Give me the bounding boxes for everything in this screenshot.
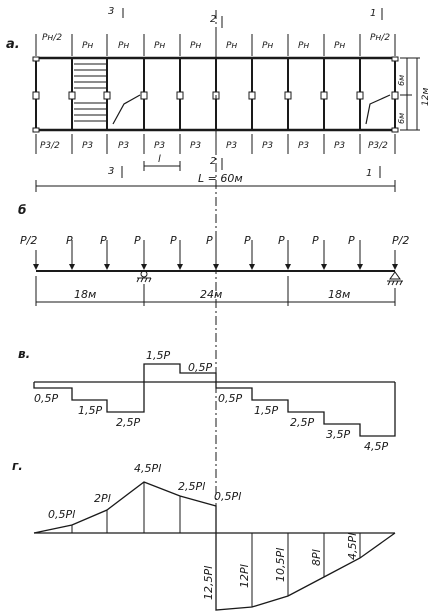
top-load-6: Pн xyxy=(226,41,237,51)
shear-label-4: 1,5P xyxy=(146,349,170,362)
beam-dim-middle: 24м xyxy=(200,288,222,301)
bottom-load-1: P3/2 xyxy=(40,141,60,151)
panel-d-label: г. xyxy=(12,459,23,473)
top-load-8: Pн xyxy=(298,41,309,51)
beam-load-6: P xyxy=(206,234,213,247)
top-load-10: Pн/2 xyxy=(370,33,390,43)
shear-diagram xyxy=(33,363,396,437)
moment-labels: 0,5Pl 2Pl 4,5Pl 2,5Pl 0,5Pl 12,5Pl 12Pl … xyxy=(48,462,359,600)
top-load-7: Pн xyxy=(262,41,273,51)
beam-supports xyxy=(136,270,403,286)
beam-load-11: P/2 xyxy=(392,234,409,247)
height-dim-upper: 6м xyxy=(397,75,406,86)
section-mark-2-top: 2 xyxy=(210,14,216,25)
beam-load-4: P xyxy=(134,234,141,247)
bottom-load-4: P3 xyxy=(154,141,165,151)
top-load-arrows xyxy=(35,34,396,56)
shear-label-5: 0,5P xyxy=(188,361,212,374)
section-mark-3-bottom: 3 xyxy=(108,166,114,177)
beam-load-3: P xyxy=(100,234,107,247)
moment-label-4: 2,5Pl xyxy=(178,480,205,493)
section-mark-1-bottom: 1 xyxy=(366,168,372,179)
moment-label-7: 12Pl xyxy=(238,564,251,588)
section-mark-2-bottom: 2 xyxy=(210,156,216,167)
top-load-2: Pн xyxy=(82,41,93,51)
top-load-3: Pн xyxy=(118,41,129,51)
beam-dims xyxy=(35,276,396,306)
moment-label-5: 0,5Pl xyxy=(214,490,241,503)
top-load-4: Pн xyxy=(154,41,165,51)
panel-a-label: а. xyxy=(6,37,20,52)
beam-load-labels: P/2 P P P P P P P P P P/2 xyxy=(20,234,409,247)
top-load-9: Pн xyxy=(334,41,345,51)
moment-label-1: 0,5Pl xyxy=(48,508,75,521)
shear-label-2: 1,5P xyxy=(78,404,102,417)
moment-label-6: 12,5Pl xyxy=(202,566,215,600)
top-load-labels: Pн/2 Pн Pн Pн Pн Pн Pн Pн Pн Pн/2 xyxy=(42,33,390,51)
shear-labels: 0,5P 1,5P 2,5P 1,5P 0,5P 0,5P 1,5P 2,5P … xyxy=(34,349,388,453)
shear-label-6: 0,5P xyxy=(218,392,242,405)
beam-load-7: P xyxy=(244,234,251,247)
bottom-load-5: P3 xyxy=(190,141,201,151)
shear-label-1: 0,5P xyxy=(34,392,58,405)
bottom-load-3: P3 xyxy=(118,141,129,151)
panel-b-label: б xyxy=(18,203,26,217)
moment-label-8: 10,5Pl xyxy=(274,548,287,582)
beam-load-2: P xyxy=(66,234,73,247)
shear-label-8: 2,5P xyxy=(290,416,314,429)
beam-dim-left: 18м xyxy=(74,288,96,301)
moment-label-9: 8Pl xyxy=(310,549,323,566)
beam-load-5: P xyxy=(170,234,177,247)
top-load-5: Pн xyxy=(190,41,201,51)
beam-load-1: P/2 xyxy=(20,234,37,247)
height-dim-lower: 6м xyxy=(397,113,406,124)
bottom-load-9: P3 xyxy=(334,141,345,151)
bottom-load-10: P3/2 xyxy=(368,141,388,151)
bottom-load-labels: P3/2 P3 P3 P3 P3 P3 P3 P3 P3 P3/2 xyxy=(40,141,388,151)
shear-label-9: 3,5P xyxy=(326,428,350,441)
moment-label-2: 2Pl xyxy=(94,492,111,505)
section-mark-3-top: 3 xyxy=(108,6,114,17)
bottom-load-2: P3 xyxy=(82,141,93,151)
moment-ordinates xyxy=(71,482,361,607)
panel-length-label: l xyxy=(158,154,161,165)
bottom-load-6: P3 xyxy=(226,141,237,151)
braced-panel xyxy=(74,63,391,125)
panel-c-label: в. xyxy=(18,347,30,361)
section-mark-1-top: 1 xyxy=(370,8,376,19)
bottom-load-8: P3 xyxy=(298,141,309,151)
height-dim-total: 12м xyxy=(421,88,431,106)
beam-load-9: P xyxy=(312,234,319,247)
shear-label-3: 2,5P xyxy=(116,416,140,429)
beam-load-8: P xyxy=(278,234,285,247)
beam-arrowheads xyxy=(33,264,398,270)
moment-label-3: 4,5Pl xyxy=(134,462,161,475)
beam-dim-right: 18м xyxy=(328,288,350,301)
beam-load-arrows xyxy=(35,240,396,268)
moment-label-10: 4,5Pl xyxy=(346,533,359,560)
shear-label-7: 1,5P xyxy=(254,404,278,417)
bottom-load-7: P3 xyxy=(262,141,273,151)
top-load-1: Pн/2 xyxy=(42,33,62,43)
span-label: L = 60м xyxy=(198,172,243,185)
beam-load-10: P xyxy=(348,234,355,247)
shear-label-10: 4,5P xyxy=(364,440,388,453)
